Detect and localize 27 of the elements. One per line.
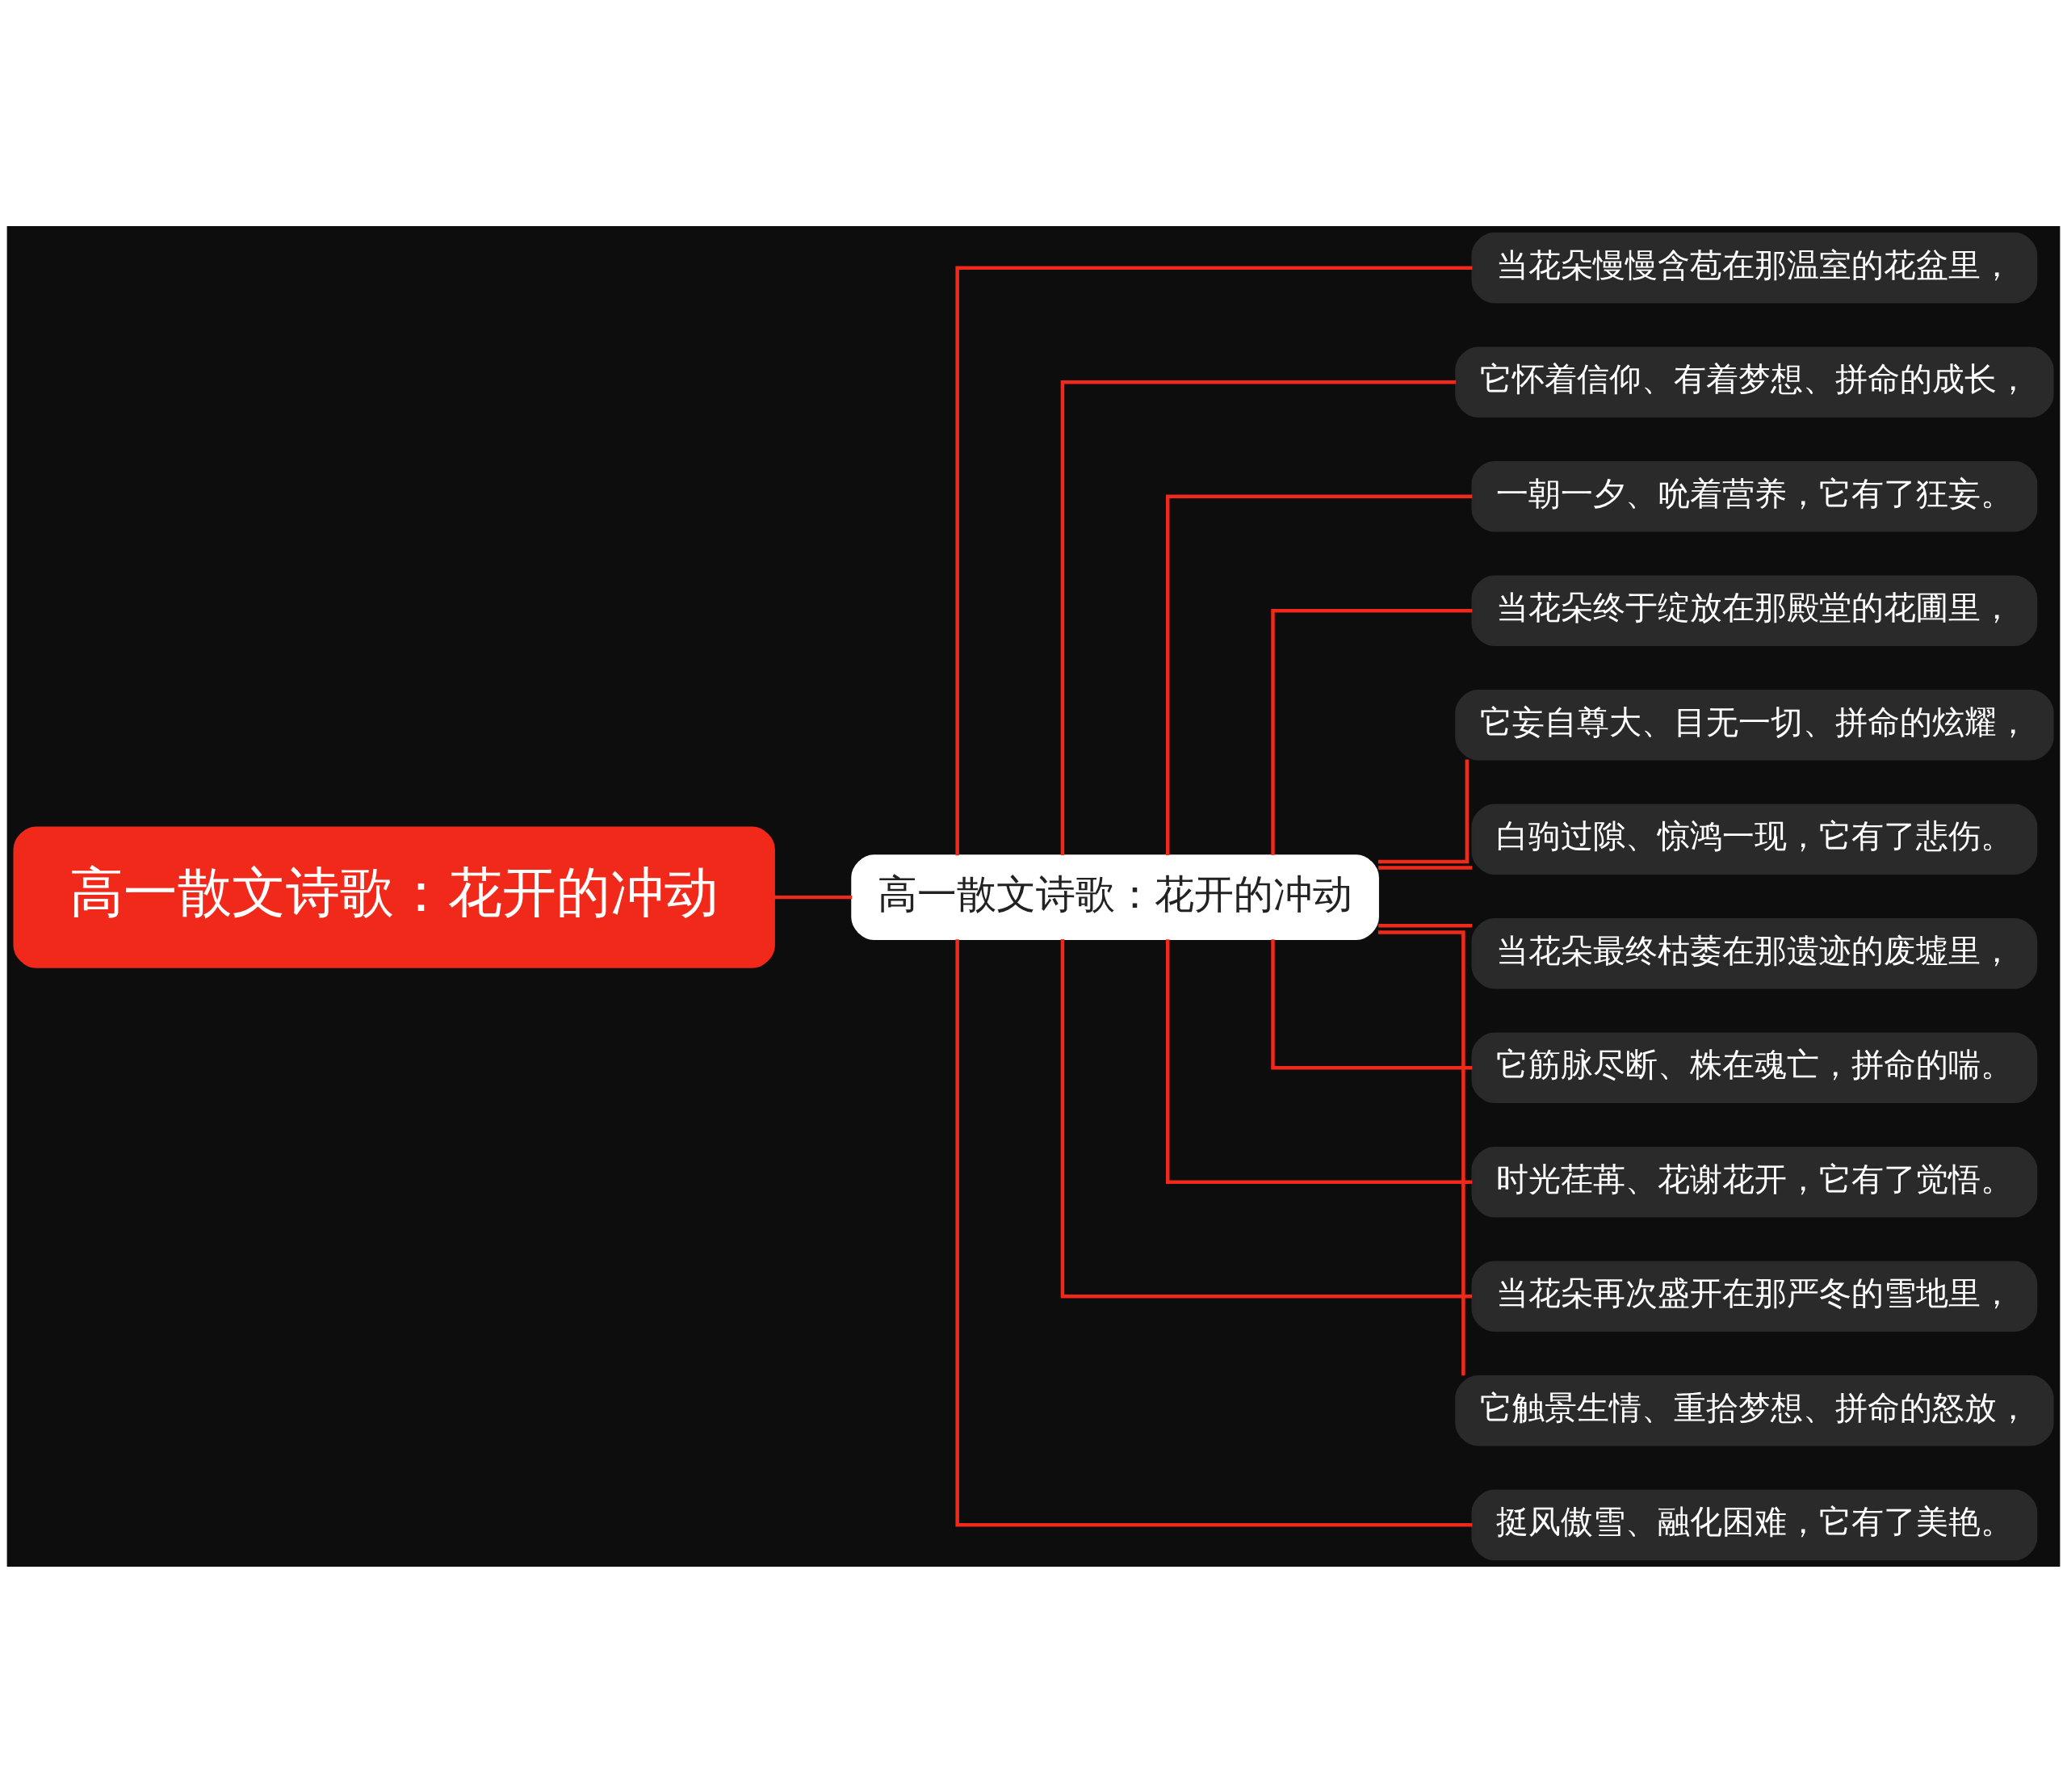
node-box: 它怀着信仰、有着梦想、拼命的成长， xyxy=(1455,346,2054,418)
node-box: 时光荏苒、花谢花开，它有了觉悟。 xyxy=(1471,1146,2038,1218)
node-box: 当花朵慢慢含苞在那温室的花盆里， xyxy=(1471,232,2038,303)
connector xyxy=(1060,938,1473,1299)
node-box: 当花朵最终枯萎在那遗迹的废墟里， xyxy=(1471,917,2038,989)
connector xyxy=(1165,938,1473,1184)
node-box: 白驹过隙、惊鸿一现，它有了悲伤。 xyxy=(1471,803,2038,875)
node-box: 它妄自尊大、目无一切、拼命的炫耀， xyxy=(1455,689,2054,761)
connector xyxy=(955,265,1473,855)
node-box: 当花朵再次盛开在那严冬的雪地里， xyxy=(1471,1261,2038,1332)
connector xyxy=(1271,938,1473,1069)
node-box: 一朝一夕、吮着营养，它有了狂妄。 xyxy=(1471,460,2038,531)
node-box: 高一散文诗歌：花开的冲动 xyxy=(13,826,775,968)
connector xyxy=(1377,930,1465,1375)
node-box: 它触景生情、重拾梦想、拼命的怒放， xyxy=(1455,1374,2054,1446)
node-box: 当花朵终于绽放在那殿堂的花圃里， xyxy=(1471,574,2038,646)
connector xyxy=(1165,493,1473,855)
connector xyxy=(1060,380,1457,855)
connector xyxy=(1378,923,1473,928)
connector xyxy=(955,938,1473,1527)
node-box: 挺风傲雪、融化困难，它有了美艳。 xyxy=(1471,1489,2038,1560)
connector xyxy=(1271,608,1473,855)
connector xyxy=(1378,865,1473,870)
connector xyxy=(1377,758,1470,863)
node-box: 它筋脉尽断、株在魂亡，拼命的喘。 xyxy=(1471,1031,2038,1103)
connector xyxy=(774,895,853,899)
node-box: 高一散文诗歌：花开的冲动 xyxy=(851,854,1379,940)
